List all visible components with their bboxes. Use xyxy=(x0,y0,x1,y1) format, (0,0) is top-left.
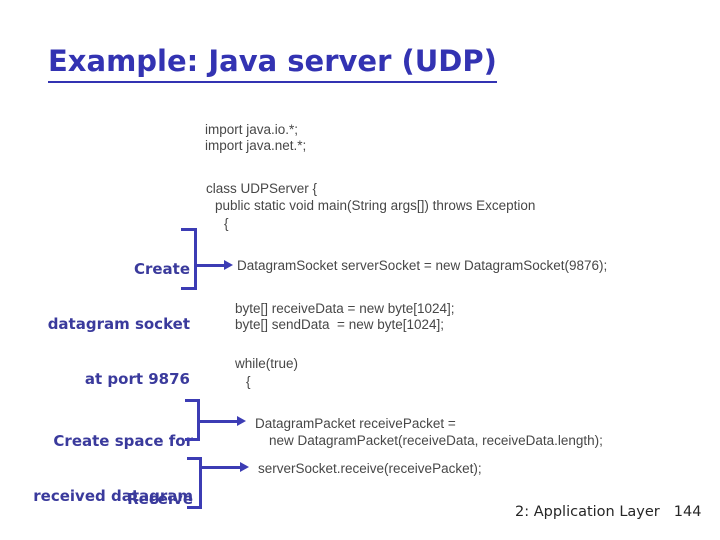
footer-page-number: 144 xyxy=(673,504,702,520)
annotation-line: Create space for xyxy=(53,432,193,450)
code-line-packet-new: new DatagramPacket(receiveData, receiveD… xyxy=(269,433,603,448)
slide-footer: 2: Application Layer 144 xyxy=(515,504,701,520)
code-line-main-decl: public static void main(String args[]) t… xyxy=(215,198,536,213)
bracket-icon xyxy=(185,399,200,441)
code-line-receive-call: serverSocket.receive(receivePacket); xyxy=(258,461,482,476)
code-line-while-brace: { xyxy=(246,374,251,389)
code-line-datagram-socket: DatagramSocket serverSocket = new Datagr… xyxy=(237,258,608,273)
annotation-line: Create xyxy=(133,260,190,278)
code-line-byte-send: byte[] sendData = new byte[1024]; xyxy=(235,317,445,332)
code-line-class-decl: class UDPServer { xyxy=(206,181,318,196)
code-line-byte-receive: byte[] receiveData = new byte[1024]; xyxy=(235,301,455,316)
arrow-right-icon xyxy=(197,260,233,270)
code-line-while: while(true) xyxy=(235,356,299,371)
code-line-packet-decl: DatagramPacket receivePacket = xyxy=(255,416,456,431)
code-line-import-net: import java.net.*; xyxy=(205,138,307,153)
code-line-import-io: import java.io.*; xyxy=(205,122,299,137)
annotation-line: received datagram xyxy=(33,487,193,505)
arrow-right-icon xyxy=(202,462,249,472)
annotation-line: Receive xyxy=(127,490,193,508)
annotation-line: datagram socket xyxy=(47,315,190,333)
code-line-open-brace: { xyxy=(224,216,229,231)
bracket-icon xyxy=(187,457,202,509)
bracket-icon xyxy=(181,228,197,290)
slide-title: Example: Java server (UDP) xyxy=(48,44,497,83)
annotation-create-space: Create space for received datagram xyxy=(33,396,193,540)
annotation-create-socket: Create datagram socket at port 9876 xyxy=(48,224,190,425)
annotation-line: at port 9876 xyxy=(84,370,190,388)
annotation-receive-datagram: Receive datagram xyxy=(111,454,193,540)
arrow-right-icon xyxy=(200,416,246,426)
footer-section-label: 2: Application Layer xyxy=(515,504,660,520)
